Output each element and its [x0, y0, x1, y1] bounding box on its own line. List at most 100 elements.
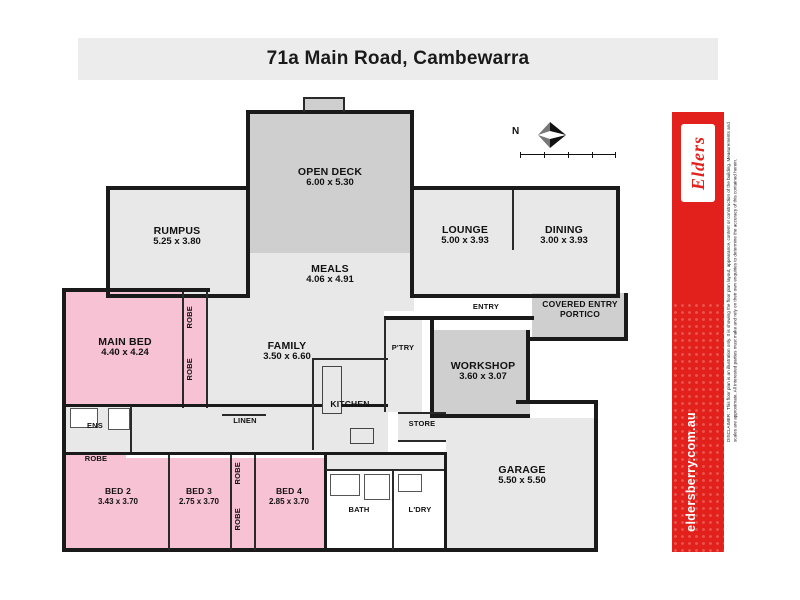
room-bath-laundry-top	[326, 452, 446, 470]
laundry-tub	[398, 474, 422, 492]
wall-deck-top	[246, 110, 414, 114]
wall-bedrooms-top	[62, 452, 446, 455]
wall-robe-inner	[206, 292, 208, 408]
wall-portico-bottom	[530, 337, 628, 341]
page-title: 71a Main Road, Cambewarra	[78, 38, 718, 80]
ensuite-shower	[108, 408, 130, 430]
wall-garage-right	[594, 400, 598, 552]
wall-deck-step-top	[303, 97, 345, 99]
label-linen: LINEN	[233, 416, 257, 425]
wall-top-right-band	[412, 186, 620, 190]
label-laundry: L'DRY	[408, 505, 432, 514]
robe-main-bed	[184, 298, 208, 408]
label-robe-bed-4: ROBE	[233, 508, 242, 531]
wall-deck-left	[246, 110, 250, 255]
label-bed-4: BED 4 2.85 x 3.70	[268, 486, 310, 506]
label-open-deck: OPEN DECK 6.00 x 5.30	[297, 166, 363, 189]
disclaimer-text: DISCLAIMER : This floor plan is an illus…	[726, 122, 738, 442]
compass-north-label: N	[512, 126, 520, 137]
room-bed-3	[170, 458, 232, 550]
deck-step	[303, 97, 345, 112]
scale-bar	[520, 152, 616, 159]
label-main-bed: MAIN BED 4.40 x 4.24	[98, 336, 152, 359]
label-dining: DINING 3.00 x 3.93	[540, 224, 588, 247]
wall-rumpus-left	[106, 186, 110, 298]
label-garage: GARAGE 5.50 x 5.50	[498, 464, 546, 487]
label-entry: ENTRY	[472, 302, 500, 311]
label-workshop: WORKSHOP 3.60 x 3.07	[450, 360, 516, 383]
room-workshop	[434, 330, 530, 418]
label-covered-entry-portico: COVERED ENTRY PORTICO	[542, 299, 618, 319]
wall-robe-bed4	[254, 455, 256, 550]
wall-bath-top	[326, 469, 446, 471]
wall-meals-bottom-left	[208, 294, 248, 298]
elders-url[interactable]: eldersberry.com.au	[684, 412, 712, 552]
disclaimer: DISCLAIMER : This floor plan is an illus…	[726, 112, 784, 442]
wall-left-outer-lower	[62, 406, 66, 552]
robe-bed-3-4	[232, 458, 256, 550]
wall-right-outer	[616, 186, 620, 298]
room-bed-2	[66, 458, 170, 550]
wall-ens-right	[130, 406, 132, 452]
wall-deck-right	[410, 110, 414, 255]
kitchen-island	[322, 366, 342, 414]
kitchen-sink	[350, 428, 374, 444]
wall-deck-step-right	[343, 97, 345, 112]
wall-workshop-left	[430, 318, 434, 418]
label-rumpus: RUMPUS 5.25 x 3.80	[153, 225, 201, 248]
wall-bottom-outer	[62, 548, 446, 552]
label-robe-main-lower: ROBE	[185, 358, 194, 381]
elders-sidebar: Elders eldersberry.com.au	[672, 112, 724, 552]
ensuite-fixture	[70, 408, 98, 428]
wall-family-right	[384, 318, 386, 412]
wall-bath-ldry	[392, 470, 394, 550]
kitchen-bench-left	[312, 358, 314, 450]
wall-top-left-band	[106, 186, 248, 190]
label-pantry: P'TRY	[391, 343, 415, 352]
label-robe-main-upper: ROBE	[185, 306, 194, 329]
room-rumpus	[106, 190, 248, 298]
wall-lounge-dining-divider	[512, 190, 514, 250]
wall-hall-top	[62, 404, 264, 407]
wall-rumpus-bottom	[106, 294, 208, 298]
wall-left-outer-upper	[62, 288, 66, 408]
wall-bed2-bed3	[168, 455, 170, 550]
wall-lounge-bottom	[412, 294, 532, 298]
label-bed-2: BED 2 3.43 x 3.70	[97, 486, 139, 506]
label-robe-bed-3: ROBE	[233, 462, 242, 485]
wall-ldry-right	[444, 452, 447, 550]
robe-bed-2	[66, 452, 126, 468]
compass: N	[512, 122, 622, 170]
room-main-bed	[66, 288, 184, 406]
label-lounge: LOUNGE 5.00 x 3.93	[441, 224, 489, 247]
room-lounge-dining	[412, 186, 620, 298]
wall-portico-right	[624, 293, 628, 341]
wall-main-bed-robe	[182, 292, 184, 408]
wall-store-bottom	[398, 440, 446, 442]
wall-linen	[222, 414, 266, 416]
label-bed-3: BED 3 2.75 x 3.70	[178, 486, 220, 506]
wall-deck-step-left	[303, 97, 305, 112]
label-kitchen: KITCHEN	[330, 399, 370, 409]
elders-logo-text: Elders	[687, 135, 708, 190]
wall-dining-bottom	[532, 294, 620, 298]
page-title-text: 71a Main Road, Cambewarra	[266, 48, 530, 69]
hallway-2	[264, 406, 326, 454]
room-pantry	[384, 318, 422, 412]
wall-workshop-bottom	[430, 414, 530, 418]
label-ensuite: ENS	[86, 421, 104, 430]
label-store: STORE	[408, 419, 436, 428]
wall-main-bed-top	[62, 288, 210, 292]
wall-deck-join-right	[410, 253, 414, 298]
bath-tub	[330, 474, 360, 496]
wall-garage-top	[516, 400, 598, 404]
wall-bed4-bath	[324, 455, 327, 550]
label-robe-bed-2: ROBE	[84, 454, 108, 463]
kitchen-bench-outline	[312, 358, 388, 360]
wall-bed3-robe	[230, 455, 232, 550]
label-meals: MEALS 4.06 x 4.91	[306, 263, 354, 286]
compass-needle-icon	[538, 122, 566, 148]
wall-deck-join-left	[246, 253, 250, 298]
elders-logo: Elders	[681, 124, 715, 202]
